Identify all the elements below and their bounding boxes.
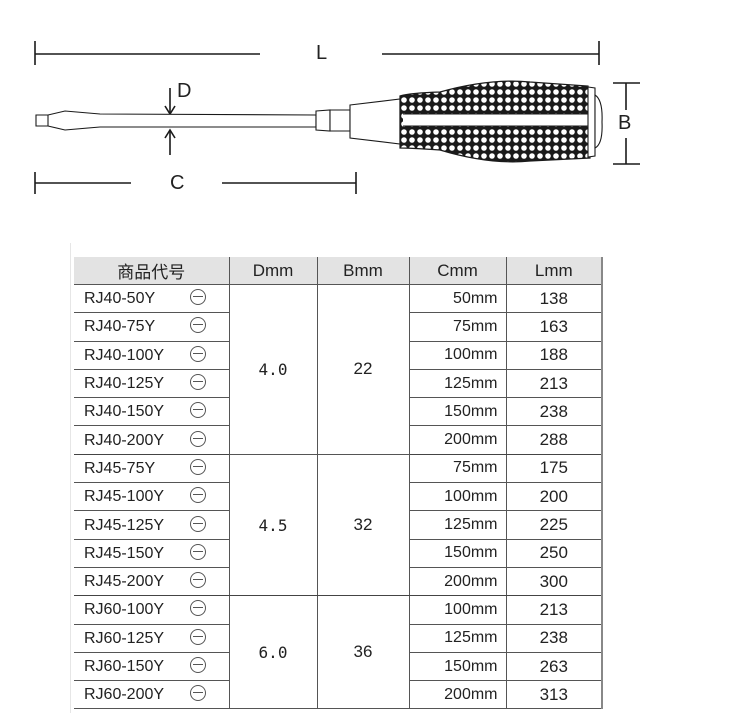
table-row: RJ40-150Y 150mm 238 xyxy=(74,397,603,427)
dimension-label-C: C xyxy=(170,172,185,194)
l-value: 300 xyxy=(505,566,603,597)
c-value: 150mm xyxy=(408,538,507,568)
d-value: 4.5 xyxy=(228,453,318,597)
c-value: 100mm xyxy=(408,340,507,370)
b-value: 22 xyxy=(316,284,410,455)
slotted-tip-icon xyxy=(190,515,206,532)
slotted-tip-icon xyxy=(190,374,206,391)
table-row: RJ45-100Y 100mm 200 xyxy=(74,482,603,512)
l-value: 250 xyxy=(505,538,603,568)
slotted-tip-icon xyxy=(190,289,206,306)
screwdriver-diagram: L D C B xyxy=(0,0,750,220)
table-row: RJ40-125Y 125mm 213 xyxy=(74,368,603,399)
c-value: 100mm xyxy=(408,482,507,512)
dimension-label-D: D xyxy=(177,80,192,102)
table-header-row: 商品代号 Dmm Bmm Cmm Lmm xyxy=(74,257,603,285)
model-code: RJ40-125Y xyxy=(84,375,165,393)
d-value: 4.0 xyxy=(228,284,318,455)
c-value: 150mm xyxy=(408,397,507,427)
c-value: 150mm xyxy=(408,651,507,682)
divider xyxy=(70,243,71,713)
model-code: RJ40-200Y xyxy=(84,431,165,449)
c-value: 200mm xyxy=(408,566,507,597)
model-code: RJ45-150Y xyxy=(84,544,165,562)
model-code: RJ40-100Y xyxy=(84,346,165,364)
l-value: 238 xyxy=(505,623,603,653)
c-value: 125mm xyxy=(408,510,507,540)
table-row: RJ40-75Y 75mm 163 xyxy=(74,312,603,342)
slotted-tip-icon xyxy=(190,572,206,589)
spec-table: 商品代号 Dmm Bmm Cmm Lmm RJ40-50Y 4.0 22 50m… xyxy=(74,257,603,710)
l-value: 288 xyxy=(505,425,603,455)
header-d: Dmm xyxy=(228,257,318,285)
l-value: 238 xyxy=(505,397,603,427)
c-value: 200mm xyxy=(408,425,507,455)
table-row: RJ45-125Y 125mm 225 xyxy=(74,510,603,540)
header-c: Cmm xyxy=(408,257,507,285)
header-l: Lmm xyxy=(505,257,603,285)
slotted-tip-icon xyxy=(190,543,206,560)
slotted-tip-icon xyxy=(190,458,206,475)
l-value: 175 xyxy=(505,453,603,484)
model-code: RJ60-150Y xyxy=(84,658,165,675)
l-value: 163 xyxy=(505,312,603,342)
dimension-label-B: B xyxy=(618,112,632,134)
model-code: RJ40-150Y xyxy=(84,403,165,421)
table-row: RJ60-100Y 6.0 36 100mm 213 xyxy=(74,595,603,710)
l-value: 188 xyxy=(505,340,603,370)
dimension-label-L: L xyxy=(316,42,328,64)
model-code: RJ45-100Y xyxy=(84,488,165,506)
slotted-tip-icon xyxy=(190,430,206,447)
l-value: 213 xyxy=(505,368,603,399)
b-value: 32 xyxy=(316,453,410,597)
slotted-tip-icon xyxy=(190,628,206,645)
table-row: RJ60-200Y 200mm 313 xyxy=(74,680,603,710)
l-value: 263 xyxy=(505,651,603,682)
model-code: RJ60-100Y xyxy=(84,601,165,619)
slotted-tip-icon xyxy=(190,402,206,419)
model-code: RJ45-200Y xyxy=(84,573,165,591)
header-b: Bmm xyxy=(316,257,410,285)
c-value: 50mm xyxy=(408,283,507,314)
header-model: 商品代号 xyxy=(74,257,230,285)
slotted-tip-icon xyxy=(190,657,206,673)
l-value: 225 xyxy=(505,510,603,540)
table-row: RJ60-125Y 125mm 238 xyxy=(74,623,603,653)
l-value: 138 xyxy=(505,283,603,314)
c-value: 125mm xyxy=(408,623,507,653)
screwdriver-drawing-icon xyxy=(34,41,640,194)
table-row: RJ45-75Y 4.5 32 75mm 175 xyxy=(74,453,603,597)
slotted-tip-icon xyxy=(190,317,206,334)
l-value: 200 xyxy=(505,482,603,512)
table-row: RJ60-150Y 150mm 263 xyxy=(74,651,603,682)
table-row: RJ45-200Y 200mm 300 xyxy=(74,566,603,597)
slotted-tip-icon xyxy=(190,685,206,702)
model-code: RJ60-125Y xyxy=(84,629,165,647)
c-value: 100mm xyxy=(408,595,507,625)
l-value: 213 xyxy=(505,595,603,625)
table-row: RJ40-200Y 200mm 288 xyxy=(74,425,603,455)
table-row: RJ45-150Y 150mm 250 xyxy=(74,538,603,568)
model-code: RJ45-125Y xyxy=(84,516,165,534)
l-value: 313 xyxy=(505,680,603,710)
slotted-tip-icon xyxy=(190,600,206,617)
b-value: 36 xyxy=(316,595,410,710)
table-row: RJ40-50Y 4.0 22 50mm 138 xyxy=(74,283,603,455)
model-code: RJ45-75Y xyxy=(84,459,156,477)
slotted-tip-icon xyxy=(190,487,206,504)
c-value: 75mm xyxy=(408,312,507,342)
model-code: RJ40-50Y xyxy=(84,290,156,308)
model-code: RJ60-200Y xyxy=(84,686,165,704)
d-value: 6.0 xyxy=(228,595,318,710)
slotted-tip-icon xyxy=(190,345,206,362)
c-value: 75mm xyxy=(408,453,507,484)
model-code: RJ40-75Y xyxy=(84,318,156,336)
c-value: 200mm xyxy=(408,680,507,710)
c-value: 125mm xyxy=(408,368,507,399)
